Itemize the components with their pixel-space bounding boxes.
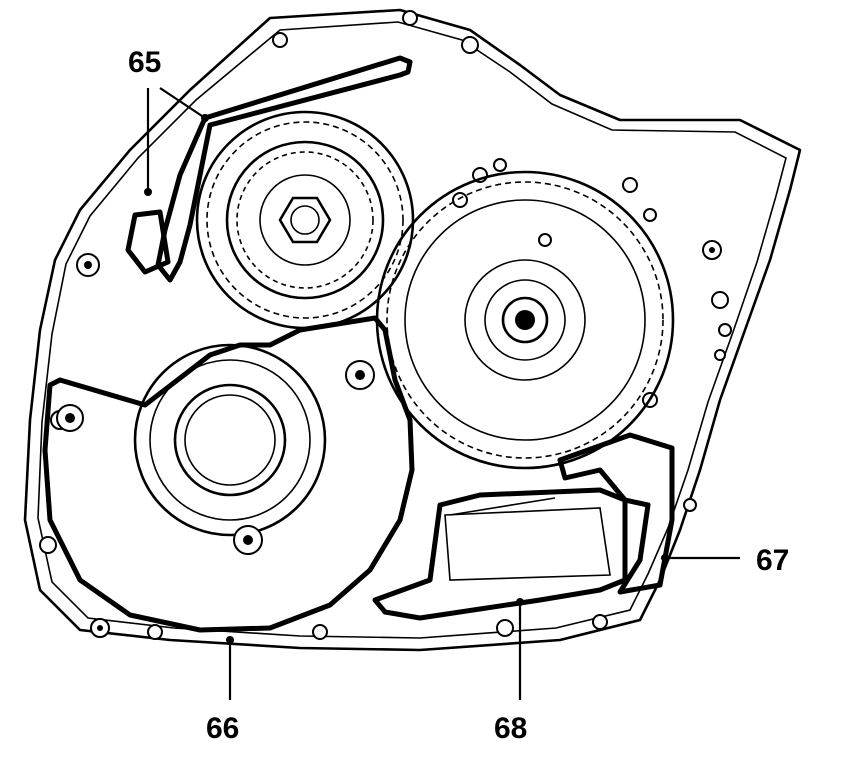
flange-holes [39,10,732,640]
upper-gear [195,110,415,330]
housing-outline [23,8,802,652]
hex-nut [278,196,332,244]
seal-65 [155,55,413,283]
callout-66: 66 [206,712,239,745]
cover-68 [372,487,628,621]
callout-65: 65 [128,46,161,79]
leaders [144,87,740,700]
callout-67: 67 [756,544,789,577]
callout-68: 68 [494,712,527,745]
gasket-67 [557,432,675,595]
differential-ring-gear [375,170,675,470]
seal-65-clip [125,209,171,275]
gasket-66 [42,315,415,633]
bearing-housing [56,343,375,555]
housing-inner-flange [37,21,787,639]
housing [23,8,802,652]
